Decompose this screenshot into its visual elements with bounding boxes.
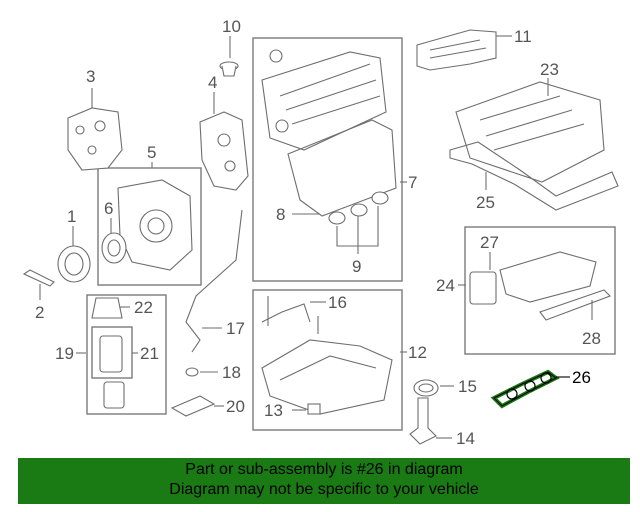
callout-21: 21 bbox=[140, 344, 159, 363]
group-box-7 bbox=[252, 37, 403, 282]
part-19-filter-housing bbox=[76, 352, 125, 409]
banner-line-2: Diagram may not be specific to your vehi… bbox=[169, 481, 479, 498]
part-3-mount bbox=[67, 88, 123, 171]
part-2-bolt bbox=[22, 269, 55, 300]
callout-12: 12 bbox=[408, 343, 427, 362]
callout-2: 2 bbox=[35, 303, 44, 322]
callout-19: 19 bbox=[55, 344, 74, 363]
part-20-gasket bbox=[170, 395, 224, 417]
part-13-plug bbox=[292, 403, 321, 415]
part-7-valve-cover bbox=[261, 49, 407, 183]
banner-line-1: Part or sub-assembly is #26 in diagram bbox=[185, 461, 463, 478]
callout-28: 28 bbox=[582, 329, 601, 348]
group-box-5 bbox=[97, 167, 202, 286]
part-17-dipstick-tube bbox=[185, 209, 243, 353]
callout-26: 26 bbox=[572, 368, 591, 387]
part-1-pulley bbox=[57, 226, 91, 283]
group-box-12 bbox=[252, 289, 403, 431]
part-4-front-cover bbox=[199, 92, 249, 191]
info-banner: Part or sub-assembly is #26 in diagram D… bbox=[18, 458, 630, 504]
part-16-pickup-tube bbox=[261, 296, 326, 334]
part-23-intake-manifold bbox=[455, 78, 605, 183]
callout-7: 7 bbox=[408, 173, 417, 192]
part-8-gasket bbox=[287, 119, 397, 217]
callout-24: 24 bbox=[436, 276, 455, 295]
callout-16: 16 bbox=[328, 293, 347, 312]
callout-13: 13 bbox=[264, 401, 283, 420]
part-28-gasket bbox=[539, 289, 611, 321]
callout-14: 14 bbox=[456, 429, 475, 448]
part-9-seals bbox=[328, 191, 389, 254]
callout-18: 18 bbox=[222, 363, 241, 382]
part-25-gasket bbox=[449, 141, 619, 211]
callout-5: 5 bbox=[147, 143, 156, 162]
part-5-timing-cover bbox=[117, 162, 193, 271]
callout-22: 22 bbox=[134, 298, 153, 317]
group-box-19 bbox=[86, 294, 167, 415]
part-27-filter-screen bbox=[469, 252, 497, 305]
callout-25: 25 bbox=[476, 193, 495, 212]
callout-11: 11 bbox=[514, 27, 532, 46]
callout-3: 3 bbox=[86, 67, 95, 86]
part-22-filter-cap bbox=[91, 297, 130, 319]
group-box-24 bbox=[464, 226, 616, 355]
callout-10: 10 bbox=[222, 17, 241, 36]
callout-23: 23 bbox=[540, 60, 559, 79]
part-12-oil-pan bbox=[261, 339, 407, 415]
part-11-bracket bbox=[416, 29, 512, 71]
part-26-gasket-highlighted bbox=[490, 369, 570, 409]
callout-27: 27 bbox=[480, 233, 499, 252]
part-15-seal bbox=[413, 379, 454, 397]
part-21-filter-element bbox=[99, 335, 138, 373]
callout-6: 6 bbox=[104, 199, 113, 218]
part-18-o-ring bbox=[185, 367, 218, 377]
parts-diagram: 10 11 3 4 5 6 1 bbox=[22, 17, 619, 448]
callout-8: 8 bbox=[276, 205, 285, 224]
part-6-seal bbox=[101, 218, 127, 264]
callout-17: 17 bbox=[226, 319, 245, 338]
part-14-sensor bbox=[409, 397, 452, 445]
part-24-pan bbox=[458, 251, 597, 303]
callout-1: 1 bbox=[67, 207, 76, 226]
callout-15: 15 bbox=[458, 377, 477, 396]
callout-4: 4 bbox=[208, 73, 217, 92]
callout-20: 20 bbox=[226, 397, 245, 416]
part-10-oil-filler-cap bbox=[219, 36, 239, 77]
callout-9: 9 bbox=[352, 257, 361, 276]
